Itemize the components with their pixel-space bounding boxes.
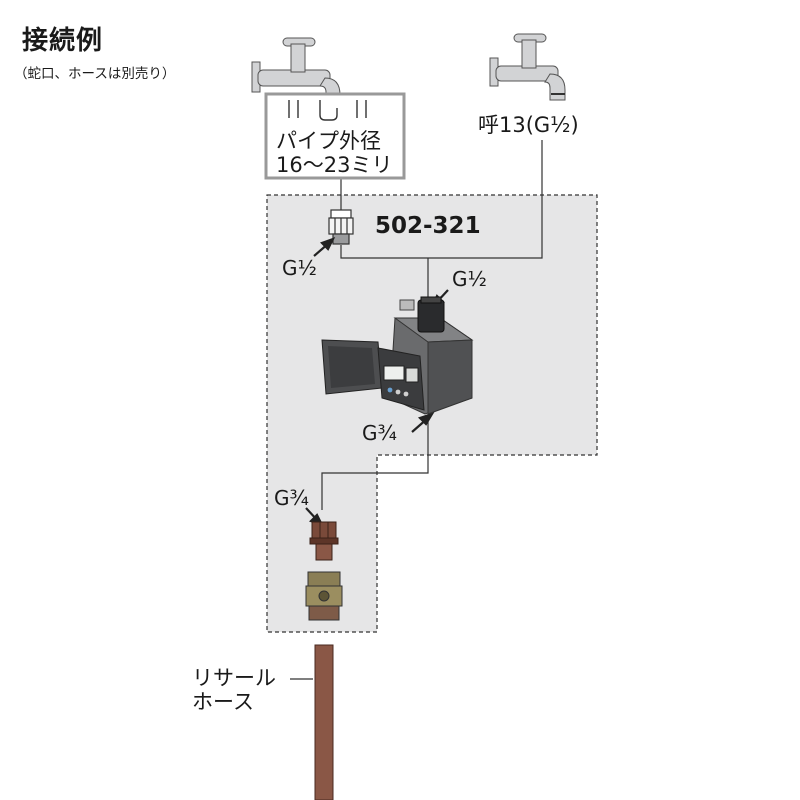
connector-lines <box>321 140 543 510</box>
faucet-connector-icon <box>328 209 354 245</box>
hose-coupler-icon <box>305 571 343 621</box>
faucet-thread-label: 呼13(G½) <box>478 113 579 137</box>
model-number: 502-321 <box>375 213 481 239</box>
hose-label-line2: ホース <box>192 690 254 714</box>
thread-label-g-half-top: G½ <box>452 267 487 291</box>
pipe-label-line1: パイプ外径 <box>276 129 381 153</box>
hose-icon <box>314 644 334 800</box>
pipe-label-line2: 16〜23ミリ <box>276 153 392 177</box>
thread-label-g-3-4-timer: G¾ <box>362 421 397 445</box>
pipe-outline-icons <box>288 100 367 121</box>
faucet-right-icon <box>489 33 566 101</box>
thread-label-g-3-4-hose: G¾ <box>274 486 309 510</box>
page-note: （蛇口、ホースは別売り） <box>14 66 176 82</box>
water-timer-icon <box>321 296 474 415</box>
thread-label-g-half-left: G½ <box>282 256 317 280</box>
hose-fitting-icon <box>309 521 339 561</box>
page-title: 接続例 <box>22 26 104 56</box>
hose-label-line1: リサール <box>192 666 276 690</box>
